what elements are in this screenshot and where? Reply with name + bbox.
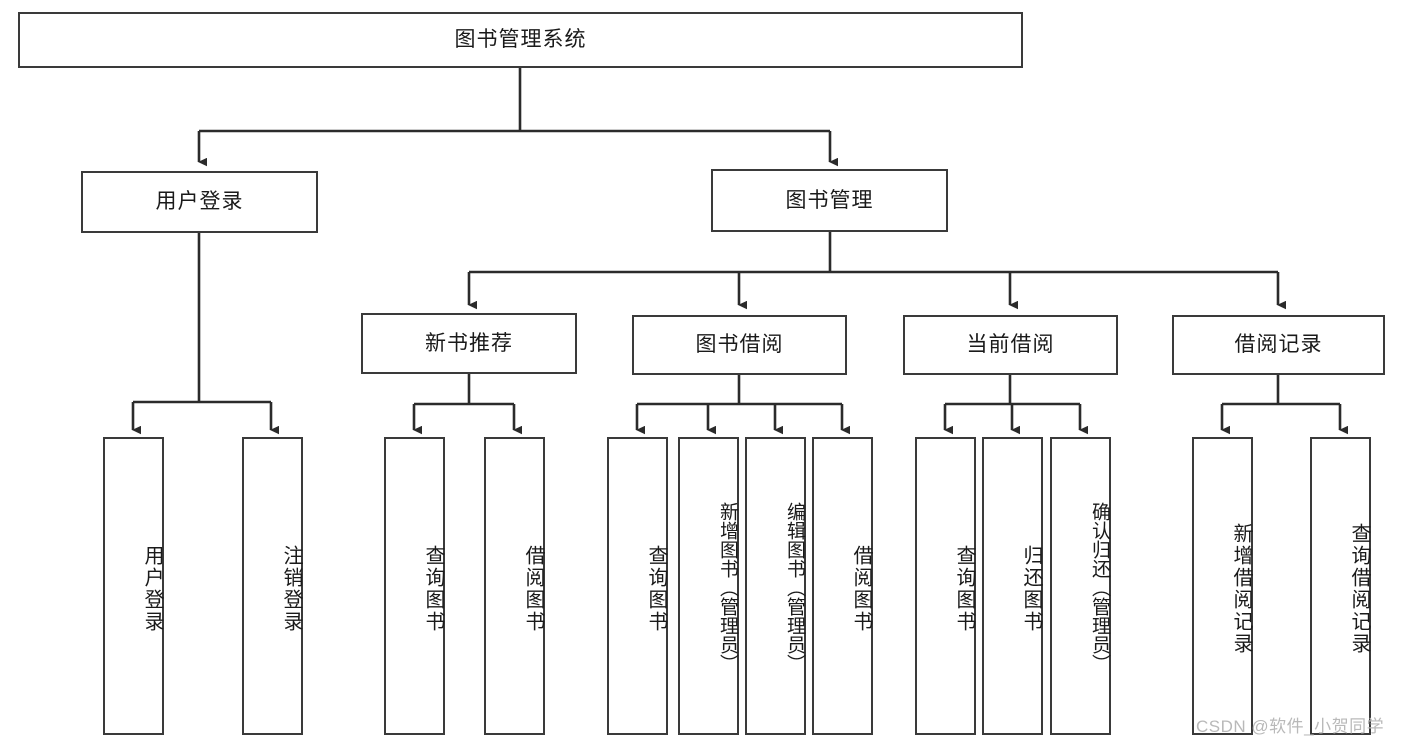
leaf-user-login-logout[interactable]: 注销登录 <box>242 437 303 735</box>
node-book-borrow[interactable]: 图书借阅 <box>632 315 847 375</box>
leaf-borrow-add-book-admin[interactable]: 新增图书（管理员） <box>678 437 739 735</box>
node-current-borrow[interactable]: 当前借阅 <box>903 315 1118 375</box>
leaf-recommend-query-book[interactable]: 查询图书 <box>384 437 445 735</box>
node-book-management[interactable]: 图书管理 <box>711 169 948 232</box>
leaf-recommend-borrow-book[interactable]: 借阅图书 <box>484 437 545 735</box>
leaf-record-add-record[interactable]: 新增借阅记录 <box>1192 437 1253 735</box>
leaf-user-login-login[interactable]: 用户登录 <box>103 437 164 735</box>
node-new-book-recommend[interactable]: 新书推荐 <box>361 313 577 374</box>
leaf-borrow-edit-book-admin[interactable]: 编辑图书（管理员） <box>745 437 806 735</box>
node-borrow-record[interactable]: 借阅记录 <box>1172 315 1385 375</box>
leaf-current-return-book[interactable]: 归还图书 <box>982 437 1043 735</box>
leaf-borrow-query-book[interactable]: 查询图书 <box>607 437 668 735</box>
leaf-current-confirm-return-admin[interactable]: 确认归还（管理员） <box>1050 437 1111 735</box>
leaf-record-query-record[interactable]: 查询借阅记录 <box>1310 437 1371 735</box>
leaf-current-query-book[interactable]: 查询图书 <box>915 437 976 735</box>
leaf-borrow-borrow-book[interactable]: 借阅图书 <box>812 437 873 735</box>
node-root-system[interactable]: 图书管理系统 <box>18 12 1023 68</box>
node-user-login[interactable]: 用户登录 <box>81 171 318 233</box>
